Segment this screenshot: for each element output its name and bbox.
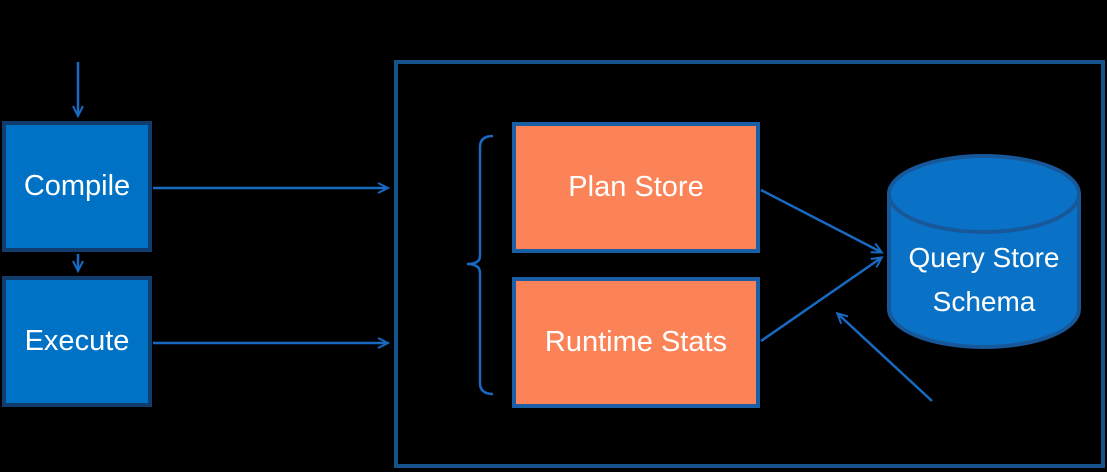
query-store-schema-label: Query Store Schema: [908, 242, 1060, 317]
runtime-stats-box: Runtime Stats: [512, 277, 760, 408]
plan-store-label: Plan Store: [568, 171, 704, 203]
execute-box: Execute: [2, 276, 152, 407]
plan-store-box: Plan Store: [512, 122, 760, 253]
compile-label: Compile: [23, 170, 131, 202]
compile-box: Compile: [2, 121, 152, 252]
execute-label: Execute: [24, 325, 130, 357]
runtime-stats-label: Runtime Stats: [544, 326, 728, 358]
query-store-container-box: [394, 60, 1105, 468]
